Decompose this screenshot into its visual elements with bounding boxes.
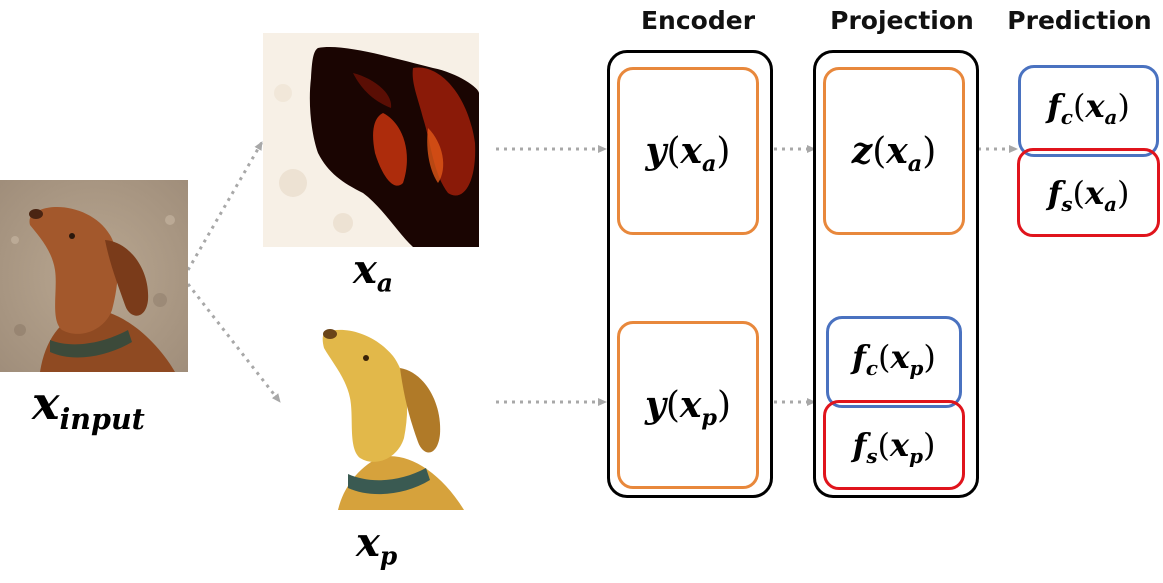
projection-column (813, 50, 979, 498)
label-x-a: xa (353, 246, 393, 298)
arrow-input-to-xa (186, 141, 264, 271)
augmented-image-xa (263, 33, 479, 247)
prediction-box-fc-xa: fc(xa) (1018, 65, 1159, 157)
header-encoder: Encoder (640, 6, 756, 35)
header-prediction: Prediction (1007, 6, 1152, 35)
arrow-input-to-xp (186, 283, 282, 403)
encoder-box-yp: y(xp) (617, 321, 759, 489)
input-dog-image (0, 180, 188, 372)
header-projection: Projection (830, 6, 974, 35)
label-x-input: xinput (32, 376, 145, 436)
projection-box-fc-xp: fc(xp) (826, 316, 962, 408)
augmented-image-xp (318, 318, 464, 510)
encoder-box-ya: y(xa) (617, 67, 759, 235)
projection-box-za: z(xa) (823, 67, 965, 235)
projection-box-fs-xp: fs(xp) (823, 400, 965, 490)
prediction-box-fs-xa: fs(xa) (1017, 148, 1160, 237)
encoder-column (607, 50, 773, 498)
label-x-p: xp (356, 519, 398, 571)
